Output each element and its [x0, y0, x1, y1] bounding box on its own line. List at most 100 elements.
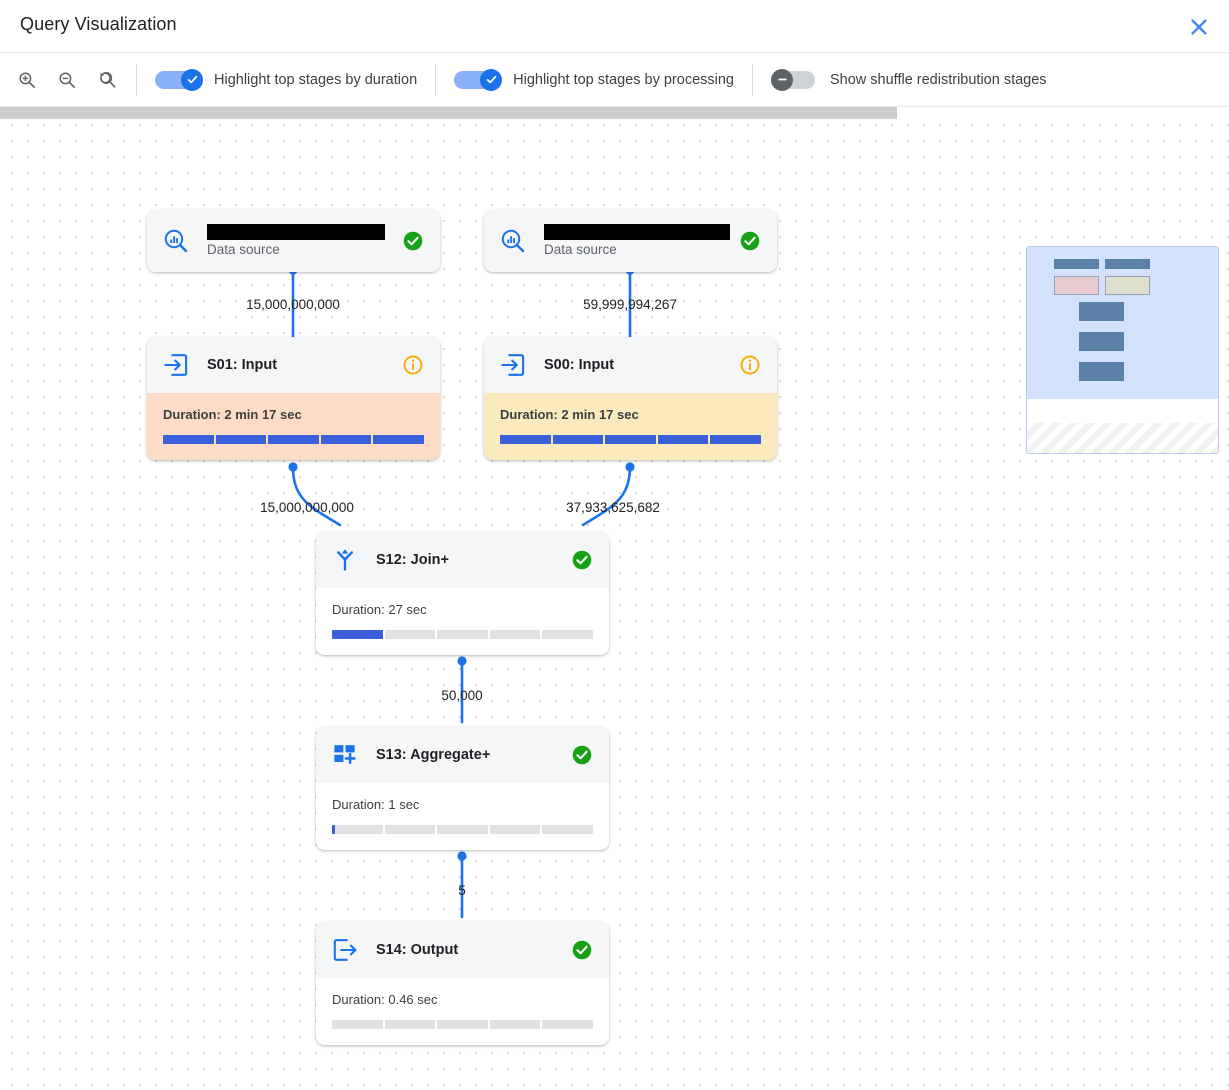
horizontal-scrollbar[interactable]: [0, 107, 1229, 119]
check-icon: [187, 75, 197, 84]
progress-ticks: [163, 435, 424, 444]
toggle-show-shuffle-switch[interactable]: [771, 68, 819, 91]
toggle-highlight-duration-label: Highlight top stages by duration: [214, 71, 418, 88]
toolbar: Highlight top stages by duration Highlig…: [0, 53, 1229, 107]
duration-progress-bar: [332, 825, 593, 834]
toggle-highlight-processing-switch[interactable]: [454, 68, 503, 91]
zoom-in-button[interactable]: [14, 67, 40, 93]
check-icon: [486, 75, 496, 84]
redacted-data-source-name: [207, 223, 385, 240]
zoom-in-icon: [19, 71, 36, 88]
zoom-controls: [0, 53, 136, 106]
node-title: S12: Join+: [376, 552, 449, 568]
progress-fill: [332, 825, 336, 834]
input-arrow-icon: [161, 351, 191, 379]
status-badge-info[interactable]: [737, 354, 763, 376]
node-stage-s12[interactable]: S12: Join+ Duration: 27 sec: [316, 532, 609, 655]
toggle-show-shuffle-label: Show shuffle redistribution stages: [830, 71, 1047, 88]
node-data-source-right[interactable]: Data source: [484, 210, 777, 272]
data-source-icon: [161, 228, 191, 254]
node-body: Duration: 2 min 17 sec: [147, 393, 440, 460]
edge-label-s01-s12: 15,000,000,000: [260, 500, 354, 515]
edge-label-s12-s13: 50,000: [441, 688, 483, 703]
status-badge-info[interactable]: [400, 354, 426, 376]
node-header: S00: Input: [484, 337, 777, 393]
progress-fill: [332, 630, 385, 639]
node-header: S14: Output: [316, 922, 609, 978]
switch-knob: [181, 68, 203, 91]
minimap-out-of-bounds-area: [1027, 423, 1218, 453]
node-duration: Duration: 2 min 17 sec: [500, 407, 639, 422]
check-circle-icon: [403, 231, 423, 251]
info-circle-icon: [403, 355, 423, 375]
zoom-reset-icon: [100, 71, 116, 88]
edge-label-dsright-s00: 59,999,994,267: [583, 297, 677, 312]
node-header: Data source: [147, 210, 440, 272]
status-badge-success: [569, 549, 595, 571]
minimap-node-s14: [1079, 362, 1124, 381]
data-source-icon: [498, 228, 528, 254]
switch-knob: [771, 68, 793, 91]
minimap-node-ds-left: [1054, 259, 1099, 269]
edge-s00-s12: [581, 465, 632, 527]
toggle-show-shuffle[interactable]: Show shuffle redistribution stages: [753, 53, 1065, 106]
node-duration: Duration: 2 min 17 sec: [163, 407, 302, 422]
minimap-node-s00: [1105, 276, 1150, 295]
data-source-subtitle: Data source: [544, 241, 617, 257]
node-stage-s14[interactable]: S14: Output Duration: 0.46 sec: [316, 922, 609, 1045]
node-duration: Duration: 27 sec: [332, 602, 427, 617]
toggle-highlight-processing-label: Highlight top stages by processing: [513, 71, 734, 88]
zoom-reset-button[interactable]: [94, 67, 120, 93]
close-button[interactable]: [1181, 9, 1217, 45]
progress-fill: [163, 435, 424, 444]
toolbar-separator-3: [752, 63, 753, 96]
zoom-out-icon: [59, 71, 76, 88]
graph-canvas[interactable]: 15,000,000,000 59,999,994,267 15,000,000…: [0, 107, 1229, 1090]
data-source-title-wrap: Data source: [544, 223, 737, 259]
info-circle-icon: [740, 355, 760, 375]
progress-track: [332, 1020, 593, 1029]
zoom-out-button[interactable]: [54, 67, 80, 93]
edge-s01-s12: [291, 465, 342, 527]
minimap-node-s01: [1054, 276, 1099, 295]
horizontal-scrollbar-thumb[interactable]: [0, 107, 897, 119]
minimap-node-ds-right: [1105, 259, 1150, 269]
node-data-source-left[interactable]: Data source: [147, 210, 440, 272]
graph-minimap[interactable]: [1026, 246, 1219, 454]
node-stage-s01[interactable]: S01: Input Duration: 2 min 17 sec: [147, 337, 440, 460]
check-circle-icon: [572, 745, 592, 765]
node-header: Data source: [484, 210, 777, 272]
progress-ticks: [332, 825, 593, 834]
check-circle-icon: [572, 940, 592, 960]
check-circle-icon: [740, 231, 760, 251]
node-stage-s13[interactable]: S13: Aggregate+ Duration: 1 sec: [316, 727, 609, 850]
progress-ticks: [500, 435, 761, 444]
duration-progress-bar: [332, 630, 593, 639]
redacted-data-source-name: [544, 223, 730, 240]
node-title: S00: Input: [544, 357, 615, 373]
output-arrow-icon: [330, 936, 360, 964]
node-body: Duration: 1 sec: [316, 783, 609, 850]
data-source-subtitle: Data source: [207, 241, 280, 257]
dialog-header: Query Visualization: [0, 0, 1229, 53]
status-badge-success: [400, 230, 426, 252]
node-body: Duration: 27 sec: [316, 588, 609, 655]
toolbar-separator-2: [435, 63, 437, 96]
node-duration: Duration: 0.46 sec: [332, 992, 438, 1007]
node-title: S01: Input: [207, 357, 278, 373]
toggle-highlight-duration[interactable]: Highlight top stages by duration: [137, 53, 435, 106]
node-title: S14: Output: [376, 942, 459, 958]
status-badge-success: [737, 230, 763, 252]
duration-progress-bar: [332, 1020, 593, 1029]
query-graph: 15,000,000,000 59,999,994,267 15,000,000…: [0, 107, 1229, 1090]
node-body: Duration: 2 min 17 sec: [484, 393, 777, 460]
node-header: S13: Aggregate+: [316, 727, 609, 783]
progress-ticks: [332, 630, 593, 639]
toggle-highlight-duration-switch[interactable]: [155, 68, 203, 91]
node-stage-s00[interactable]: S00: Input Duration: 2 min 17 sec: [484, 337, 777, 460]
toggle-highlight-processing[interactable]: Highlight top stages by processing: [436, 53, 752, 106]
minimap-node-s13: [1079, 332, 1124, 351]
duration-progress-bar: [163, 435, 424, 444]
edge-label-s00-s12: 37,933,625,682: [566, 500, 660, 515]
aggregate-icon: [330, 741, 360, 769]
